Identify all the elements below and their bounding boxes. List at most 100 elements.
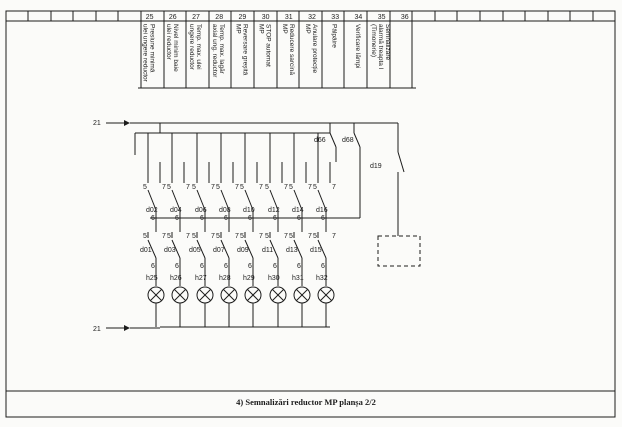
bus-top-arrowhead [124,120,130,126]
pin-6-label: 6 [297,215,301,222]
lamp-label: h26 [170,275,182,282]
pin-7-label-lower: 7 [308,233,312,240]
lower-contact-blade [244,239,254,259]
header-label-line: ulei ungere reductor [142,24,149,83]
lower-contact-blade [147,239,157,259]
pin-6-label: 6 [321,215,325,222]
header-label-line: Verificare lămpi [354,24,361,68]
header-label-line: Reversare greșită [241,24,248,76]
pin-6-label-lower: 6 [297,263,301,270]
contact-d68-label: d68 [342,137,354,144]
lower-contact-blade [269,239,279,259]
relay-top-label: d14 [292,207,304,214]
header-column-number: 28 [215,14,223,21]
caption: 4) Semnalizări reductor MP planșa 2/2 [236,397,376,407]
lamp-label: h32 [316,275,328,282]
contact-d19-label: d19 [370,163,382,170]
pin-5-label-lower: 5 [192,233,196,240]
upper-contact-blade [147,189,157,211]
upper-contact-blade [244,189,254,211]
pin-6-label-lower: 6 [200,263,204,270]
header-column-number: 31 [285,14,293,21]
relay-top-label: d10 [243,207,255,214]
header-label-line: (Timonerie) [370,24,377,57]
pin-6-label: 6 [224,215,228,222]
pin-5-label-lower: 5 [313,233,317,240]
header-label-line: ulei reductor [165,24,172,61]
header-label-line: MP [258,24,265,34]
header-label-line: MP [234,24,241,34]
header-column-number: 36 [401,14,409,21]
pin-6-label-lower: 6 [224,263,228,270]
relay-bottom-label: d05 [189,247,201,254]
lower-contact-blade [220,239,230,259]
upper-contact-blade [293,189,303,211]
header-label-line: Presiune minimă [149,24,156,73]
lower-contact-blade [171,239,181,259]
pin-6-label-lower: 6 [321,263,325,270]
relay-top-label: d16 [316,207,328,214]
relay-top-label: d12 [268,207,280,214]
header-label-line: MP [304,24,311,34]
bus-bottom-label: 21 [93,326,101,333]
pin-7-label-lower: 7 [284,233,288,240]
pin-5-label-lower: 5 [265,233,269,240]
relay-top-label: d08 [219,207,231,214]
relay-bottom-label: d09 [237,247,249,254]
pin-6-label-lower: 6 [151,263,155,270]
header-label-line: Reducere sarcină [288,24,295,75]
lamp-cross-b [223,289,235,301]
lamp-cross-b [199,289,211,301]
pin-5-label: 5 [143,184,147,191]
header-column-number: 35 [378,14,386,21]
lamp-label: h29 [243,275,255,282]
d66-contact [329,132,337,148]
pin-6-label-lower: 6 [248,263,252,270]
relay-top-label: d06 [195,207,207,214]
lamp-label: h30 [268,275,280,282]
header-column-number: 34 [355,14,363,21]
pin-6-label: 6 [200,215,204,222]
pin-7-label-lower: 7 [162,233,166,240]
pin-7-label: 7 [186,184,190,191]
header-label-line: Pâlpâire [331,24,338,48]
pin-5-label: 5 [265,184,269,191]
header-label-line: Temp. max. lagăr [218,24,225,75]
relay-bottom-label: d15 [310,247,322,254]
pin-7-label-lower: 7 [332,233,336,240]
lower-contact-blade [317,239,327,259]
header-label-line: STOP automat [265,24,272,67]
contact-d66-label: d66 [314,137,326,144]
pin-7-label-lower: 7 [235,233,239,240]
header-label-line: Semnalizare [384,24,391,61]
header-label-line: alarmă treapta I [377,24,384,70]
lamp-cross-b [150,289,162,301]
relay-bottom-label: d03 [164,247,176,254]
lower-contact-blade [293,239,303,259]
relay-bottom-label: d07 [213,247,225,254]
header-column-number: 29 [239,14,247,21]
pin-5-label: 5 [192,184,196,191]
pin-7-label: 7 [284,184,288,191]
relay-bottom-label: d11 [262,247,273,254]
upper-contact-blade [196,189,206,211]
header-column-number: 26 [169,14,177,21]
pin-7-label-lower: 7 [211,233,215,240]
lamp-label: h27 [195,275,207,282]
pin-5-label: 5 [167,184,171,191]
outer-frame [5,10,616,418]
header-column-number: 32 [308,14,316,21]
